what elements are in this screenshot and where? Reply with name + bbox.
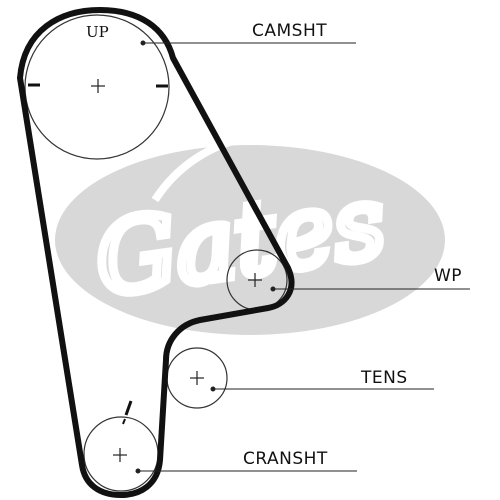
- crankshaft-timing-mark: [124, 400, 133, 416]
- tensioner-label: TENS: [360, 368, 408, 388]
- water-pump-label: WP: [434, 266, 462, 286]
- tensioner-center-cross-icon: [190, 371, 204, 385]
- leader-lines: [135, 40, 470, 474]
- up-label: UP: [86, 23, 109, 41]
- timing-belt: [17, 7, 295, 498]
- camshaft-pulley: [24, 14, 170, 160]
- water-pump-leader-dot: [270, 286, 276, 292]
- camshaft-label: CAMSHT: [252, 21, 327, 41]
- crankshaft-timing-mark-lower: [122, 418, 126, 425]
- watermark-ellipse: [55, 145, 445, 335]
- crankshaft-center-cross-icon: [113, 448, 127, 462]
- crankshaft-leader-dot: [135, 468, 141, 474]
- camshaft-center-cross-icon: [91, 79, 105, 93]
- watermark-swoosh: [151, 130, 347, 203]
- camshaft-leader-dot: [140, 40, 146, 46]
- pulley-center-crosses: [91, 79, 262, 462]
- tensioner-leader-dot: [210, 386, 216, 392]
- crankshaft-label: CRANSHT: [243, 449, 328, 469]
- water-pump-center-cross-icon: [248, 273, 262, 287]
- crankshaft-pulley: [83, 416, 159, 492]
- gates-watermark-logo: Gates: [55, 130, 445, 335]
